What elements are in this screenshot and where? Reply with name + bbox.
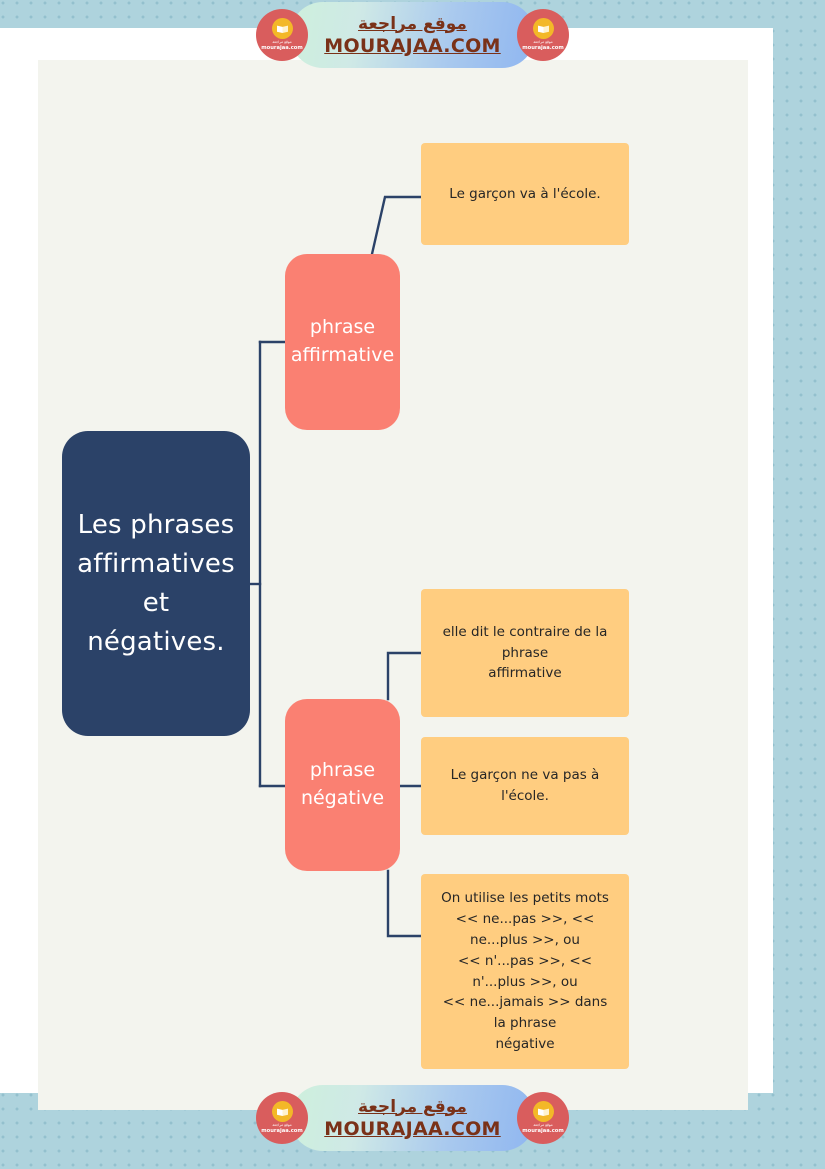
watermark-top: موقع مراجعة mourajaa.com موقع مراجعة MOU… [0,0,825,70]
watermark-url-bottom: MOURAJAA.COM [324,1117,501,1140]
watermark-logo-right: موقع مراجعة mourajaa.com [517,1092,569,1144]
book-icon [532,1101,554,1123]
watermark-logo-right: موقع مراجعة mourajaa.com [517,9,569,61]
book-icon [271,18,293,40]
book-icon [532,18,554,40]
watermark-logo-arabic: موقع مراجعة [272,1123,292,1128]
watermark-pill-top: موقع مراجعة MOURAJAA.COM [290,2,535,68]
leaf-node-affirmative-example-label: Le garçon va à l'école. [449,185,601,202]
watermark-logo-arabic: موقع مراجعة [533,1123,553,1128]
book-icon [271,1101,293,1123]
leaf-node-affirmative-example[interactable]: Le garçon va à l'école. [421,143,629,245]
watermark-logo-left: موقع مراجعة mourajaa.com [256,1092,308,1144]
watermark-logo-url: mourajaa.com [261,1127,303,1134]
watermark-bottom: موقع مراجعة mourajaa.com موقع مراجعة MOU… [0,1083,825,1153]
watermark-logo-url: mourajaa.com [261,44,303,51]
watermark-arabic-top: موقع مراجعة [358,13,467,34]
watermark-logo-arabic: موقع مراجعة [533,40,553,45]
leaf-node-negative-example[interactable]: Le garçon ne va pas à l'école. [421,737,629,835]
leaf-node-negative-words[interactable]: On utilise les petits mots<< ne...pas >>… [421,874,629,1069]
watermark-url-top: MOURAJAA.COM [324,34,501,57]
leaf-node-negative-example-label: Le garçon ne va pas à l'école. [450,767,600,804]
watermark-pill-bottom: موقع مراجعة MOURAJAA.COM [290,1085,535,1151]
watermark-logo-url: mourajaa.com [522,44,564,51]
watermark-logo-arabic: موقع مراجعة [272,40,292,45]
watermark-arabic-bottom: موقع مراجعة [358,1096,467,1117]
leaf-node-negative-words-label: On utilise les petits mots<< ne...pas >>… [441,889,609,1053]
watermark-logo-left: موقع مراجعة mourajaa.com [256,9,308,61]
watermark-logo-url: mourajaa.com [522,1127,564,1134]
